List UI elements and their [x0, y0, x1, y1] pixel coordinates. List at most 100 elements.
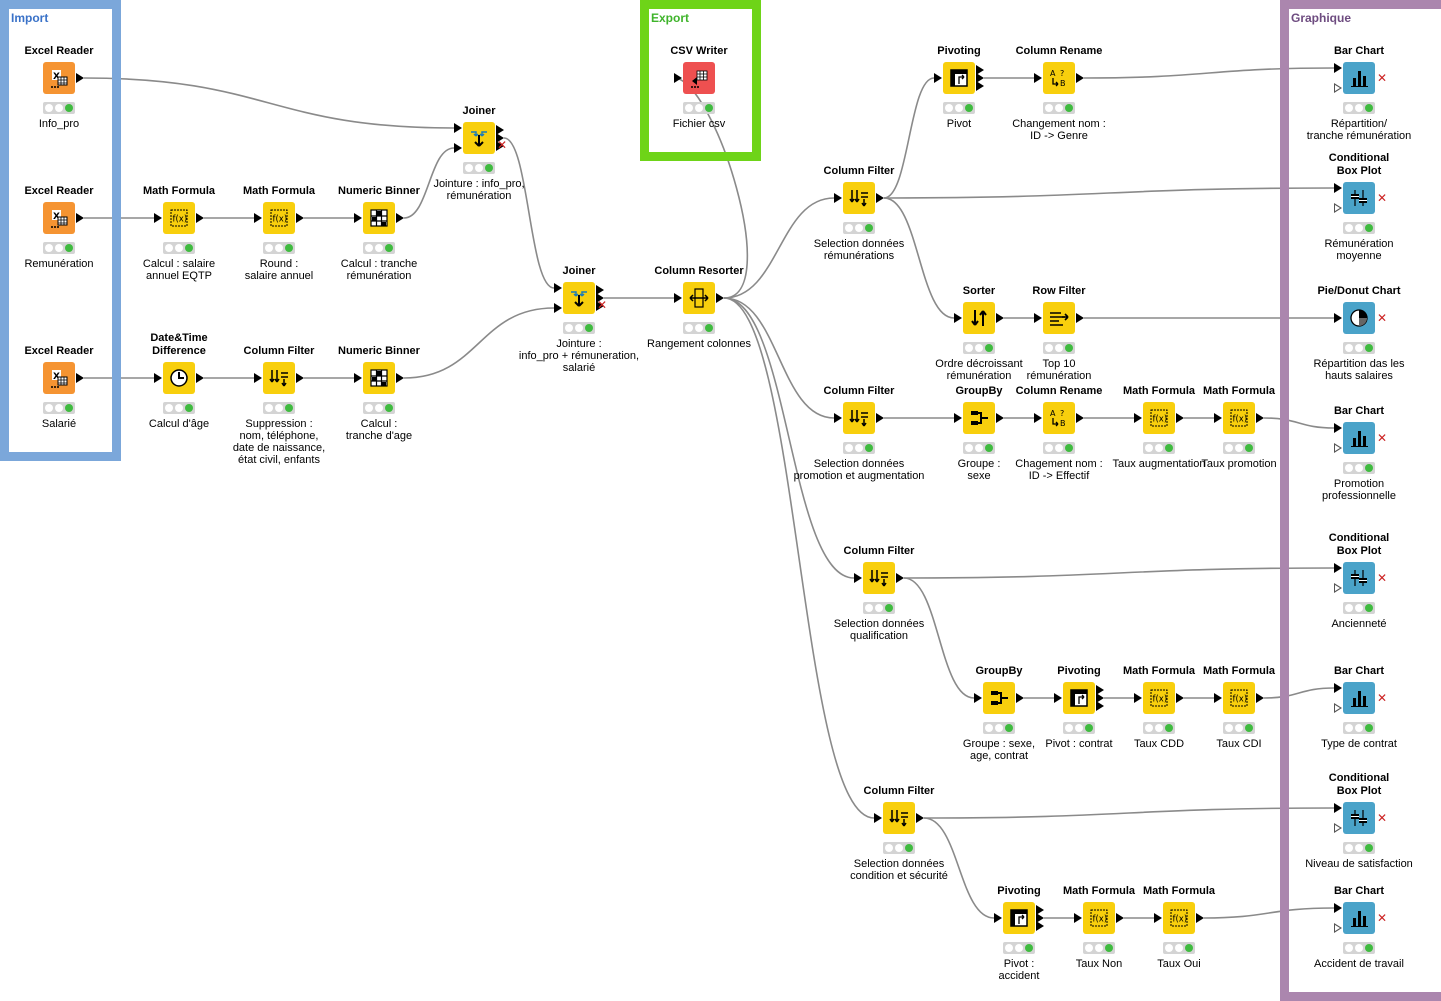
- input-port[interactable]: [354, 213, 362, 223]
- output-port[interactable]: [596, 301, 604, 311]
- node-label[interactable]: Taux CDI: [1216, 738, 1262, 750]
- output-port[interactable]: [996, 413, 1004, 423]
- node-label[interactable]: Rémunération moyenne: [1324, 238, 1394, 262]
- node-label[interactable]: Changement nom : ID -> Genre: [1012, 118, 1106, 142]
- joiner-icon[interactable]: [463, 122, 495, 154]
- input-port[interactable]: [1334, 923, 1342, 933]
- input-port[interactable]: [874, 813, 882, 823]
- groupby-icon[interactable]: [983, 682, 1015, 714]
- input-port[interactable]: [1034, 313, 1042, 323]
- input-port[interactable]: [554, 303, 562, 313]
- output-port[interactable]: [1036, 921, 1044, 931]
- node-label[interactable]: Suppression : nom, téléphone, date de na…: [232, 418, 326, 466]
- node-label[interactable]: Promotion professionnelle: [1322, 478, 1396, 502]
- output-port[interactable]: [916, 813, 924, 823]
- output-port[interactable]: [976, 81, 984, 91]
- connection-wire[interactable]: [883, 187, 1335, 199]
- input-port[interactable]: [1334, 583, 1342, 593]
- math-formula-icon[interactable]: f(x): [263, 202, 295, 234]
- conditional-box-plot-icon[interactable]: [1343, 182, 1375, 214]
- input-port[interactable]: [674, 293, 682, 303]
- input-port[interactable]: [1034, 413, 1042, 423]
- input-port[interactable]: [1214, 693, 1222, 703]
- output-port[interactable]: [396, 373, 404, 383]
- excel-reader-icon[interactable]: X: [43, 62, 75, 94]
- node-label[interactable]: Taux promotion: [1201, 458, 1277, 470]
- conditional-box-plot-icon[interactable]: [1343, 802, 1375, 834]
- output-port[interactable]: [496, 133, 504, 143]
- node-label[interactable]: Pivot : accident: [998, 958, 1040, 982]
- output-port[interactable]: [1116, 913, 1124, 923]
- input-port[interactable]: [834, 193, 842, 203]
- node-label[interactable]: Round : salaire annuel: [244, 258, 314, 282]
- input-port[interactable]: [154, 373, 162, 383]
- connection-wire[interactable]: [723, 297, 835, 419]
- node-label[interactable]: Selection données promotion et augmentat…: [793, 458, 925, 482]
- output-port[interactable]: [1176, 413, 1184, 423]
- input-port[interactable]: [454, 143, 462, 153]
- pivoting-icon[interactable]: [1063, 682, 1095, 714]
- input-port[interactable]: [1334, 313, 1342, 323]
- output-port[interactable]: [1036, 905, 1044, 915]
- pie-donut-chart-icon[interactable]: [1343, 302, 1375, 334]
- node-label[interactable]: Calcul : tranche rémunération: [340, 258, 418, 282]
- input-port[interactable]: [934, 73, 942, 83]
- input-port[interactable]: [1334, 683, 1342, 693]
- input-port[interactable]: [1334, 443, 1342, 453]
- input-port[interactable]: [154, 213, 162, 223]
- input-port[interactable]: [254, 373, 262, 383]
- node-label[interactable]: Fichier csv: [672, 118, 726, 130]
- node-label[interactable]: Selection données qualification: [833, 618, 925, 642]
- output-port[interactable]: [76, 73, 84, 83]
- input-port[interactable]: [854, 573, 862, 583]
- input-port[interactable]: [1334, 423, 1342, 433]
- output-port[interactable]: [1096, 701, 1104, 711]
- node-label[interactable]: Jointure : info_pro, rémunération: [433, 178, 525, 202]
- column-filter-icon[interactable]: [863, 562, 895, 594]
- input-port[interactable]: [1154, 913, 1162, 923]
- column-filter-icon[interactable]: [883, 802, 915, 834]
- node-label[interactable]: Répartition das les hauts salaires: [1313, 358, 1405, 382]
- input-port[interactable]: [954, 313, 962, 323]
- node-label[interactable]: Niveau de satisfaction: [1305, 858, 1413, 870]
- output-port[interactable]: [976, 65, 984, 75]
- column-resorter-icon[interactable]: [683, 282, 715, 314]
- input-port[interactable]: [834, 413, 842, 423]
- connection-wire[interactable]: [923, 807, 1335, 819]
- node-label[interactable]: Pivot : contrat: [1045, 738, 1113, 750]
- output-port[interactable]: [1176, 693, 1184, 703]
- output-port[interactable]: [1256, 693, 1264, 703]
- output-port[interactable]: [496, 141, 504, 151]
- input-port[interactable]: [1334, 63, 1342, 73]
- numeric-binner-icon[interactable]: [363, 202, 395, 234]
- csv-writer-icon[interactable]: [683, 62, 715, 94]
- input-port[interactable]: [1134, 693, 1142, 703]
- numeric-binner-icon[interactable]: [363, 362, 395, 394]
- input-port[interactable]: [1134, 413, 1142, 423]
- pivoting-icon[interactable]: [943, 62, 975, 94]
- output-port[interactable]: [196, 213, 204, 223]
- math-formula-icon[interactable]: f(x): [1223, 682, 1255, 714]
- output-port[interactable]: [876, 413, 884, 423]
- output-port[interactable]: [1256, 413, 1264, 423]
- output-port[interactable]: [1076, 73, 1084, 83]
- node-label[interactable]: Groupe : sexe, age, contrat: [962, 738, 1036, 762]
- node-label[interactable]: Jointure : info_pro + rémuneration, sala…: [518, 338, 640, 374]
- output-port[interactable]: [1196, 913, 1204, 923]
- node-label[interactable]: Pivot: [946, 118, 972, 130]
- node-label[interactable]: Type de contrat: [1321, 738, 1397, 750]
- connection-wire[interactable]: [723, 197, 835, 299]
- bar-chart-icon[interactable]: [1343, 902, 1375, 934]
- output-port[interactable]: [396, 213, 404, 223]
- math-formula-icon[interactable]: f(x): [1163, 902, 1195, 934]
- math-formula-icon[interactable]: f(x): [1143, 682, 1175, 714]
- bar-chart-icon[interactable]: [1343, 62, 1375, 94]
- column-rename-icon[interactable]: A?B: [1043, 402, 1075, 434]
- pivoting-icon[interactable]: [1003, 902, 1035, 934]
- node-label[interactable]: Selection données condition et sécurité: [850, 858, 948, 882]
- output-port[interactable]: [296, 213, 304, 223]
- input-port[interactable]: [1334, 903, 1342, 913]
- input-port[interactable]: [1214, 413, 1222, 423]
- connection-wire[interactable]: [403, 307, 555, 379]
- annotation-export[interactable]: Export: [640, 0, 761, 161]
